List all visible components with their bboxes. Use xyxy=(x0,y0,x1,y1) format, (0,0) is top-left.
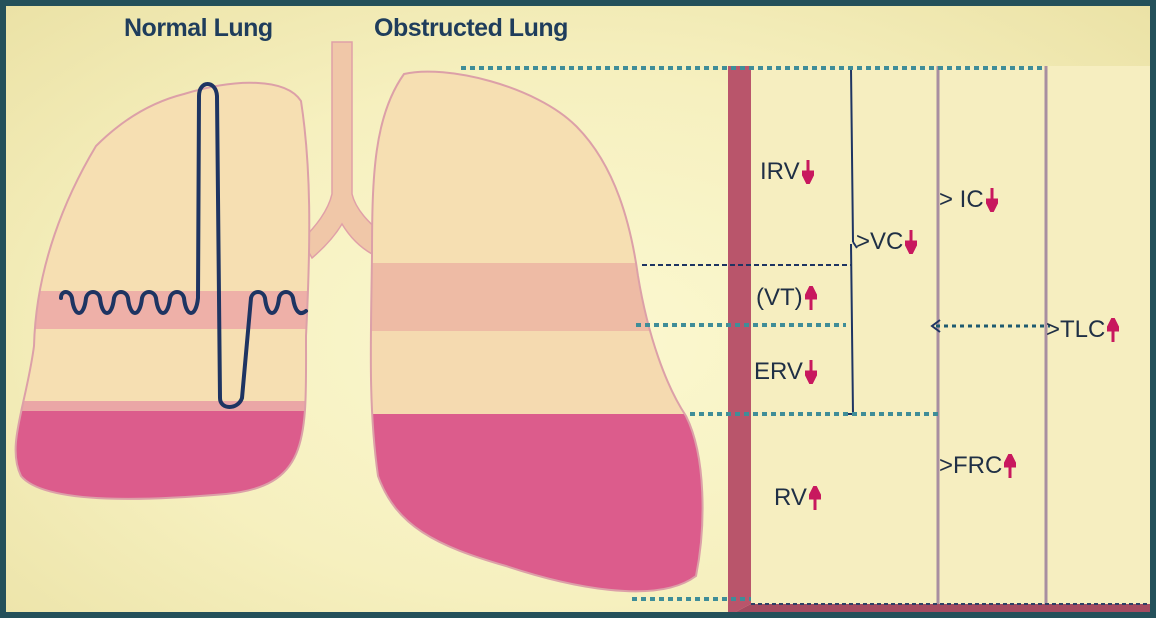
arrow-down-icon xyxy=(802,160,814,184)
normal-lung-title: Normal Lung xyxy=(124,14,273,43)
rv-label: RV xyxy=(774,484,821,512)
arrow-up-icon xyxy=(1004,454,1016,478)
irv-label: IRV xyxy=(760,158,814,186)
ic-label: > IC xyxy=(939,186,998,214)
obstructed-lung-title: Obstructed Lung xyxy=(374,14,568,43)
tlc-label: >TLC xyxy=(1046,316,1119,344)
table-bottom-face xyxy=(728,604,1150,612)
diagram-panel: Normal Lung Obstructed Lung IRV (VT) ERV… xyxy=(6,6,1150,612)
erv-label: ERV xyxy=(754,358,817,386)
arrow-down-icon xyxy=(986,188,998,212)
vc-label: >VC xyxy=(856,228,917,256)
arrow-down-icon xyxy=(905,230,917,254)
normal-lung xyxy=(6,66,326,509)
arrow-up-icon xyxy=(809,486,821,510)
obstructed-lung xyxy=(346,46,726,612)
frc-label: >FRC xyxy=(939,452,1016,480)
arrow-up-icon xyxy=(805,286,817,310)
table-side-face xyxy=(728,66,751,612)
vt-label: (VT) xyxy=(756,284,817,312)
arrow-down-icon xyxy=(805,360,817,384)
lung-volume-diagram xyxy=(6,6,1150,612)
arrow-up-icon xyxy=(1107,318,1119,342)
